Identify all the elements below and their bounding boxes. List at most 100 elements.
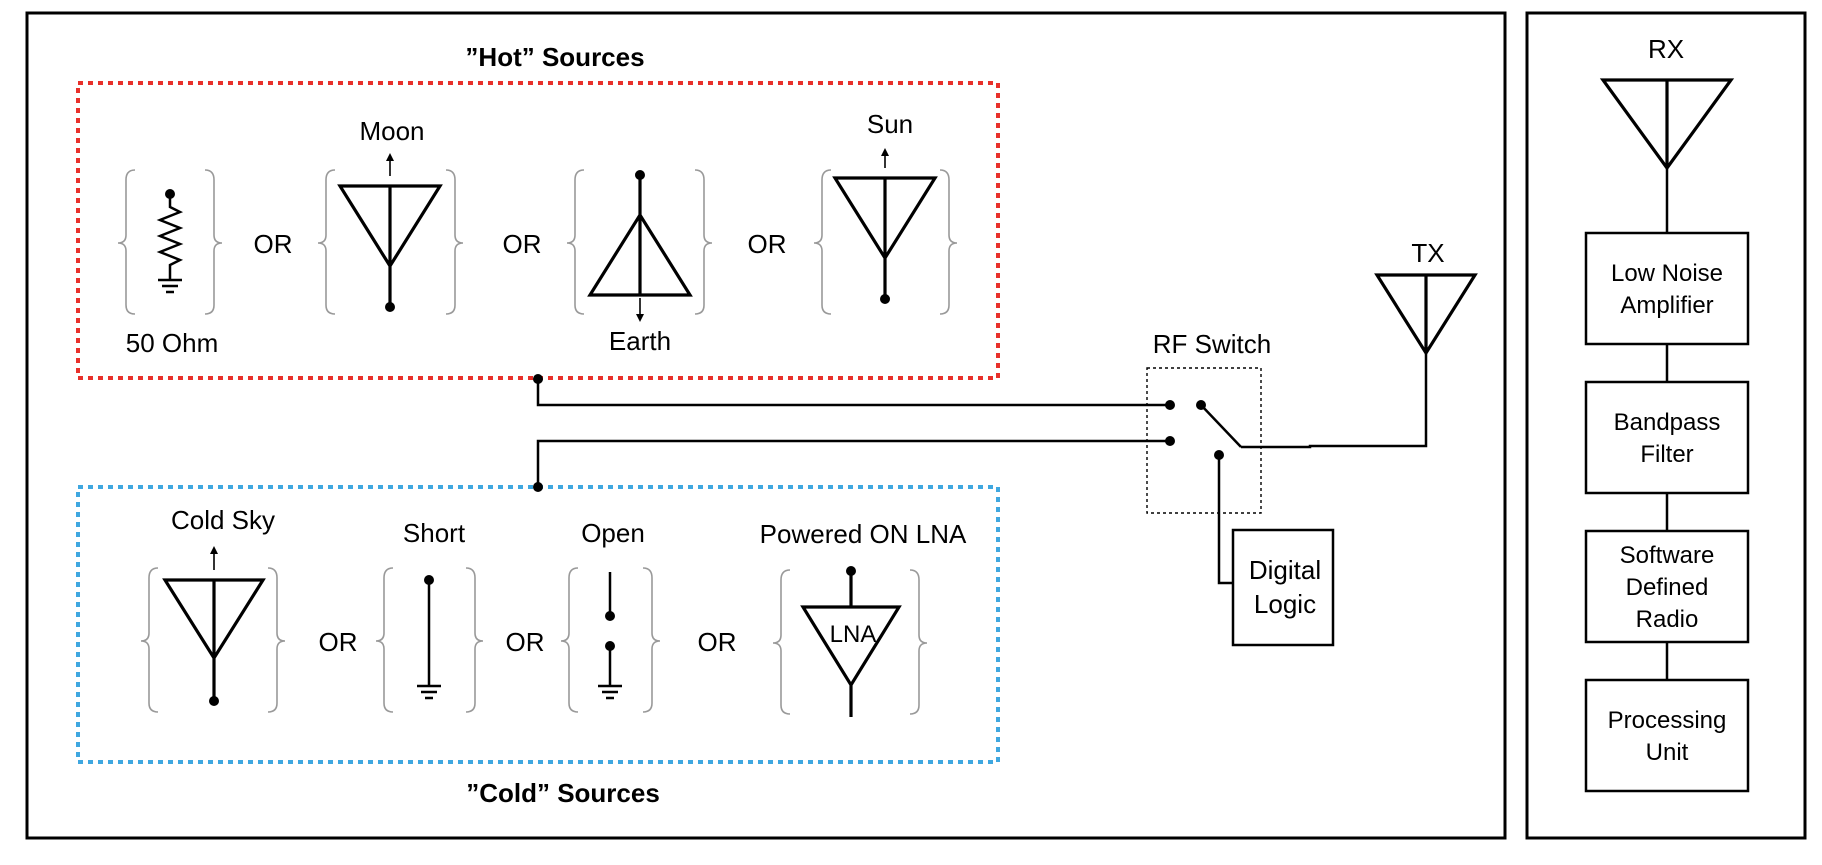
resistor-label: 50 Ohm xyxy=(126,328,219,358)
hot-sources-title: ”Hot” Sources xyxy=(465,42,644,72)
processing-unit-box xyxy=(1584,678,1750,793)
left-brace xyxy=(140,567,159,713)
cold-sky-antenna-icon xyxy=(162,578,266,700)
terminal-dot xyxy=(385,302,395,312)
or-label: OR xyxy=(319,627,358,657)
tx-wire xyxy=(1241,353,1428,449)
cold-wire xyxy=(536,439,1167,487)
right-brace xyxy=(445,169,464,315)
hot-sources-group: ”Hot” Sources 50 Ohm OR Moon OR xyxy=(76,42,1000,380)
or-label: OR xyxy=(254,229,293,259)
block-line2: Amplifier xyxy=(1620,292,1713,319)
left-brace xyxy=(560,567,579,713)
sun-antenna-source: Sun xyxy=(813,109,958,315)
moon-antenna-source: Moon xyxy=(317,116,464,315)
terminal-dot xyxy=(880,294,890,304)
switch-port-hot xyxy=(1165,400,1175,410)
terminal-dot xyxy=(209,696,219,706)
hot-wire xyxy=(536,379,1167,407)
sun-label: Sun xyxy=(867,109,913,139)
arrowhead xyxy=(210,546,218,554)
block-line1: Software xyxy=(1620,542,1715,569)
right-brace xyxy=(642,567,661,713)
sdr-block: Software Defined Radio xyxy=(1584,529,1750,644)
cold-sky-label: Cold Sky xyxy=(171,505,275,535)
rx-antenna-icon xyxy=(1599,78,1735,171)
block-line1: Bandpass xyxy=(1614,409,1721,436)
or-label: OR xyxy=(503,229,542,259)
lna-block: Low Noise Amplifier xyxy=(1584,231,1750,346)
cold-sky-antenna-source: Cold Sky xyxy=(140,505,286,713)
rf-switch-label: RF Switch xyxy=(1153,329,1271,359)
cold-sources-group: ”Cold” Sources Cold Sky OR Short OR xyxy=(76,485,1000,808)
block-line1: Low Noise xyxy=(1611,260,1723,287)
lna-amplifier-icon xyxy=(800,571,902,717)
receiver-chain: RX Low Noise Amplifier Bandpass Filter S… xyxy=(1584,34,1750,793)
block-line2: Unit xyxy=(1646,739,1689,766)
open-source: Open xyxy=(560,518,661,713)
transmitter-frame xyxy=(25,11,1507,840)
left-brace xyxy=(317,169,336,315)
tx-antenna: TX xyxy=(1374,238,1478,357)
right-brace xyxy=(267,567,286,713)
switch-control-dot xyxy=(1214,450,1224,460)
arrowhead xyxy=(636,314,644,322)
rx-label: RX xyxy=(1648,34,1684,64)
left-brace xyxy=(117,169,136,315)
left-brace xyxy=(772,569,791,715)
digital-logic-line2: Logic xyxy=(1254,589,1316,619)
or-label: OR xyxy=(698,627,737,657)
left-brace xyxy=(813,169,832,315)
switch-port-cold xyxy=(1165,436,1175,446)
ground-symbol xyxy=(158,278,182,294)
sdr-box xyxy=(1584,529,1750,644)
lna-source: LNA Powered ON LNA xyxy=(760,519,967,717)
switch-blade xyxy=(1200,404,1242,448)
block-line2: Filter xyxy=(1640,441,1693,468)
block-line1: Processing xyxy=(1608,707,1727,734)
moon-antenna-icon xyxy=(337,184,443,306)
or-label: OR xyxy=(506,627,545,657)
arrowhead xyxy=(386,153,394,161)
ground-symbol xyxy=(417,684,441,700)
right-brace xyxy=(694,169,713,315)
digital-logic-line1: Digital xyxy=(1249,555,1321,585)
earth-antenna-source: Earth xyxy=(566,169,713,356)
lna-label: Powered ON LNA xyxy=(760,519,967,549)
left-brace xyxy=(566,169,585,315)
block-line3: Radio xyxy=(1636,606,1699,633)
tx-label: TX xyxy=(1411,238,1444,268)
open-label: Open xyxy=(581,518,645,548)
resistor-source: 50 Ohm xyxy=(117,169,223,358)
left-brace xyxy=(375,567,394,713)
block-line2: Defined xyxy=(1626,574,1709,601)
or-label: OR xyxy=(748,229,787,259)
connection-wires xyxy=(533,353,1428,585)
cold-sources-title: ”Cold” Sources xyxy=(466,778,660,808)
arrowhead xyxy=(881,148,889,156)
tx-antenna-icon xyxy=(1374,273,1478,357)
short-source: Short xyxy=(375,518,484,713)
digital-logic-block: Digital Logic xyxy=(1231,528,1335,647)
processing-unit-block: Processing Unit xyxy=(1584,678,1750,793)
rf-switch: RF Switch xyxy=(1146,329,1271,514)
sun-antenna-icon xyxy=(832,176,938,298)
lna-block-box xyxy=(1584,231,1750,346)
moon-label: Moon xyxy=(359,116,424,146)
earth-antenna-icon xyxy=(587,175,693,297)
digital-logic-box xyxy=(1231,528,1335,647)
short-label: Short xyxy=(403,518,466,548)
bandpass-filter-box xyxy=(1584,380,1750,495)
receiver-frame xyxy=(1525,11,1807,840)
control-wire xyxy=(1217,455,1233,585)
resistor-symbol xyxy=(156,194,184,280)
terminal-dot xyxy=(605,611,615,621)
rf-switch-box xyxy=(1146,367,1262,514)
right-brace xyxy=(204,169,223,315)
right-brace xyxy=(909,569,928,715)
right-brace xyxy=(465,567,484,713)
right-brace xyxy=(939,169,958,315)
earth-label: Earth xyxy=(609,326,671,356)
